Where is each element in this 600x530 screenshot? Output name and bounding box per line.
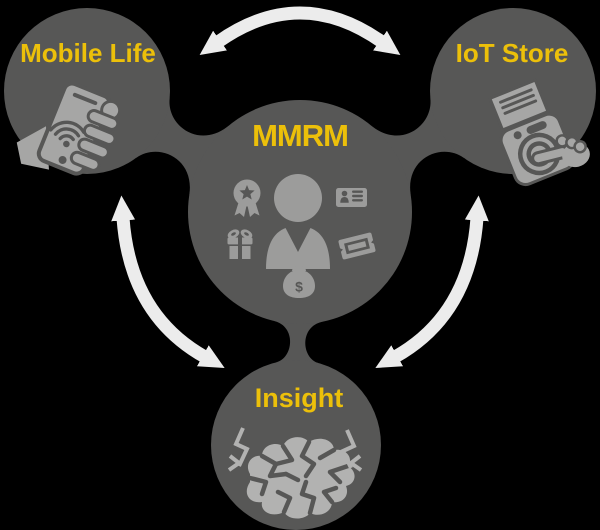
- spark-right-bolt: [340, 429, 357, 469]
- arrow-mobile-insight: [111, 195, 225, 369]
- spark-left-bolt: [233, 427, 250, 467]
- device-slot: [526, 121, 547, 134]
- phone-speaker: [72, 92, 98, 106]
- id-card-icon: [336, 188, 367, 207]
- receipt-paper: [487, 78, 550, 132]
- arrow-mobile-iot: [199, 6, 401, 55]
- gift-icon: [227, 229, 253, 259]
- dollar-sign: $: [295, 279, 303, 295]
- award-badge-icon: [233, 179, 261, 217]
- node-label-insight: Insight: [255, 383, 344, 413]
- spark-right-chevron: [347, 454, 363, 472]
- node-label-mobile-life: Mobile Life: [20, 38, 156, 68]
- wifi-icon: [49, 120, 86, 148]
- arrow-iot-insight: [375, 195, 489, 369]
- phone-in-hand-icon: [16, 81, 122, 176]
- exchange-arrows: [111, 6, 489, 369]
- spark-left-chevron: [227, 454, 243, 472]
- device-button: [513, 131, 522, 140]
- node-label-mmrm: MMRM: [252, 118, 348, 153]
- star-icon: [239, 185, 255, 200]
- neck-mmrm-insight: [273, 320, 323, 364]
- fingers: [69, 99, 122, 172]
- node-label-iot-store: IoT Store: [456, 38, 569, 68]
- coupon-icon: [338, 232, 376, 260]
- phone-home-button: [58, 155, 67, 164]
- pos-device: [487, 78, 576, 187]
- pos-terminal-icon: [487, 78, 590, 187]
- touch-hand: [531, 134, 590, 168]
- money-bag-icon: $: [283, 263, 315, 298]
- customer-icon: [266, 174, 330, 269]
- brain-icon: [227, 427, 363, 519]
